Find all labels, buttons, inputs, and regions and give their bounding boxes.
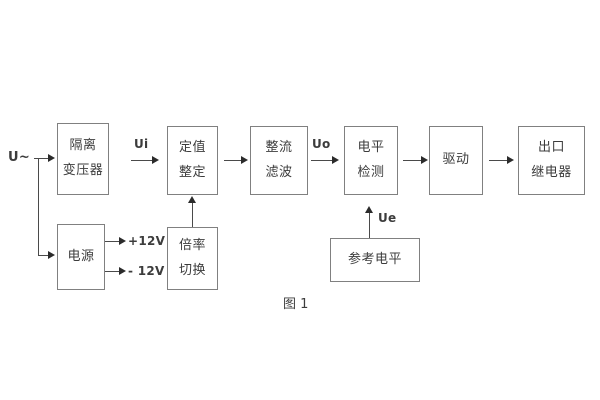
block-setting-value-line-2: 整定	[178, 164, 206, 180]
multiplier-to-setting-arrow	[188, 196, 196, 203]
block-reference-level[interactable]: 参考电平	[330, 238, 420, 282]
figure-caption: 图 1	[283, 297, 309, 312]
branch-to-transformer-arrow	[48, 154, 55, 162]
block-reference-level-line-1: 参考电平	[347, 251, 402, 267]
signal-label-ui: Ui	[134, 137, 149, 151]
block-power-supply[interactable]: 电源	[57, 224, 105, 290]
block-rectify-filter-line-1: 整流	[265, 139, 293, 155]
setting-to-rectify-line	[224, 160, 244, 161]
block-multiplier-switch-line-2: 切换	[178, 262, 206, 278]
input-stub-line	[34, 158, 40, 159]
block-level-detect[interactable]: 电平 检测	[344, 126, 398, 195]
rail-positive-label: +12V	[128, 234, 166, 248]
input-voltage-label: U~	[8, 150, 31, 165]
ui-connector-arrow	[152, 156, 159, 164]
level-to-driver-arrow	[421, 156, 428, 164]
branch-to-power-line	[38, 255, 50, 256]
block-level-detect-line-2: 检测	[357, 164, 385, 180]
uo-connector-arrow	[332, 156, 339, 164]
input-branch-vertical-line	[38, 158, 39, 255]
rail-negative-arrow	[119, 267, 126, 275]
signal-label-ue: Ue	[378, 211, 397, 225]
block-multiplier-switch-line-1: 倍率	[178, 237, 206, 253]
block-driver-line-1: 驱动	[442, 152, 470, 168]
block-isolation-transformer[interactable]: 隔离 变压器	[57, 123, 109, 195]
ui-connector-line	[131, 160, 155, 161]
block-isolation-transformer-line-2: 变压器	[62, 163, 104, 178]
block-rectify-filter-line-2: 滤波	[265, 164, 293, 180]
block-rectify-filter[interactable]: 整流 滤波	[250, 126, 308, 195]
block-output-relay-line-2: 继电器	[531, 164, 572, 180]
rail-negative-line	[105, 271, 121, 272]
signal-label-uo: Uo	[312, 137, 331, 151]
setting-to-rectify-arrow	[241, 156, 248, 164]
driver-to-relay-arrow	[507, 156, 514, 164]
block-driver[interactable]: 驱动	[429, 126, 483, 195]
rail-positive-line	[105, 241, 121, 242]
block-multiplier-switch[interactable]: 倍率 切换	[167, 227, 218, 290]
block-isolation-transformer-line-1: 隔离	[69, 138, 97, 154]
block-output-relay[interactable]: 出口 继电器	[518, 126, 585, 195]
block-setting-value-line-1: 定值	[178, 139, 206, 155]
rail-negative-label: - 12V	[128, 264, 165, 278]
ue-connector-arrow	[365, 206, 373, 213]
branch-to-transformer-line	[38, 158, 50, 159]
driver-to-relay-line	[489, 160, 511, 161]
uo-connector-line	[311, 160, 336, 161]
branch-to-power-arrow	[48, 251, 55, 259]
block-level-detect-line-1: 电平	[357, 139, 385, 155]
block-output-relay-line-1: 出口	[537, 139, 565, 155]
rail-positive-arrow	[119, 237, 126, 245]
block-setting-value[interactable]: 定值 整定	[167, 126, 218, 195]
ue-connector-line	[369, 212, 370, 238]
multiplier-to-setting-line	[192, 202, 193, 227]
level-to-driver-line	[403, 160, 425, 161]
block-power-supply-line-1: 电源	[67, 248, 95, 264]
